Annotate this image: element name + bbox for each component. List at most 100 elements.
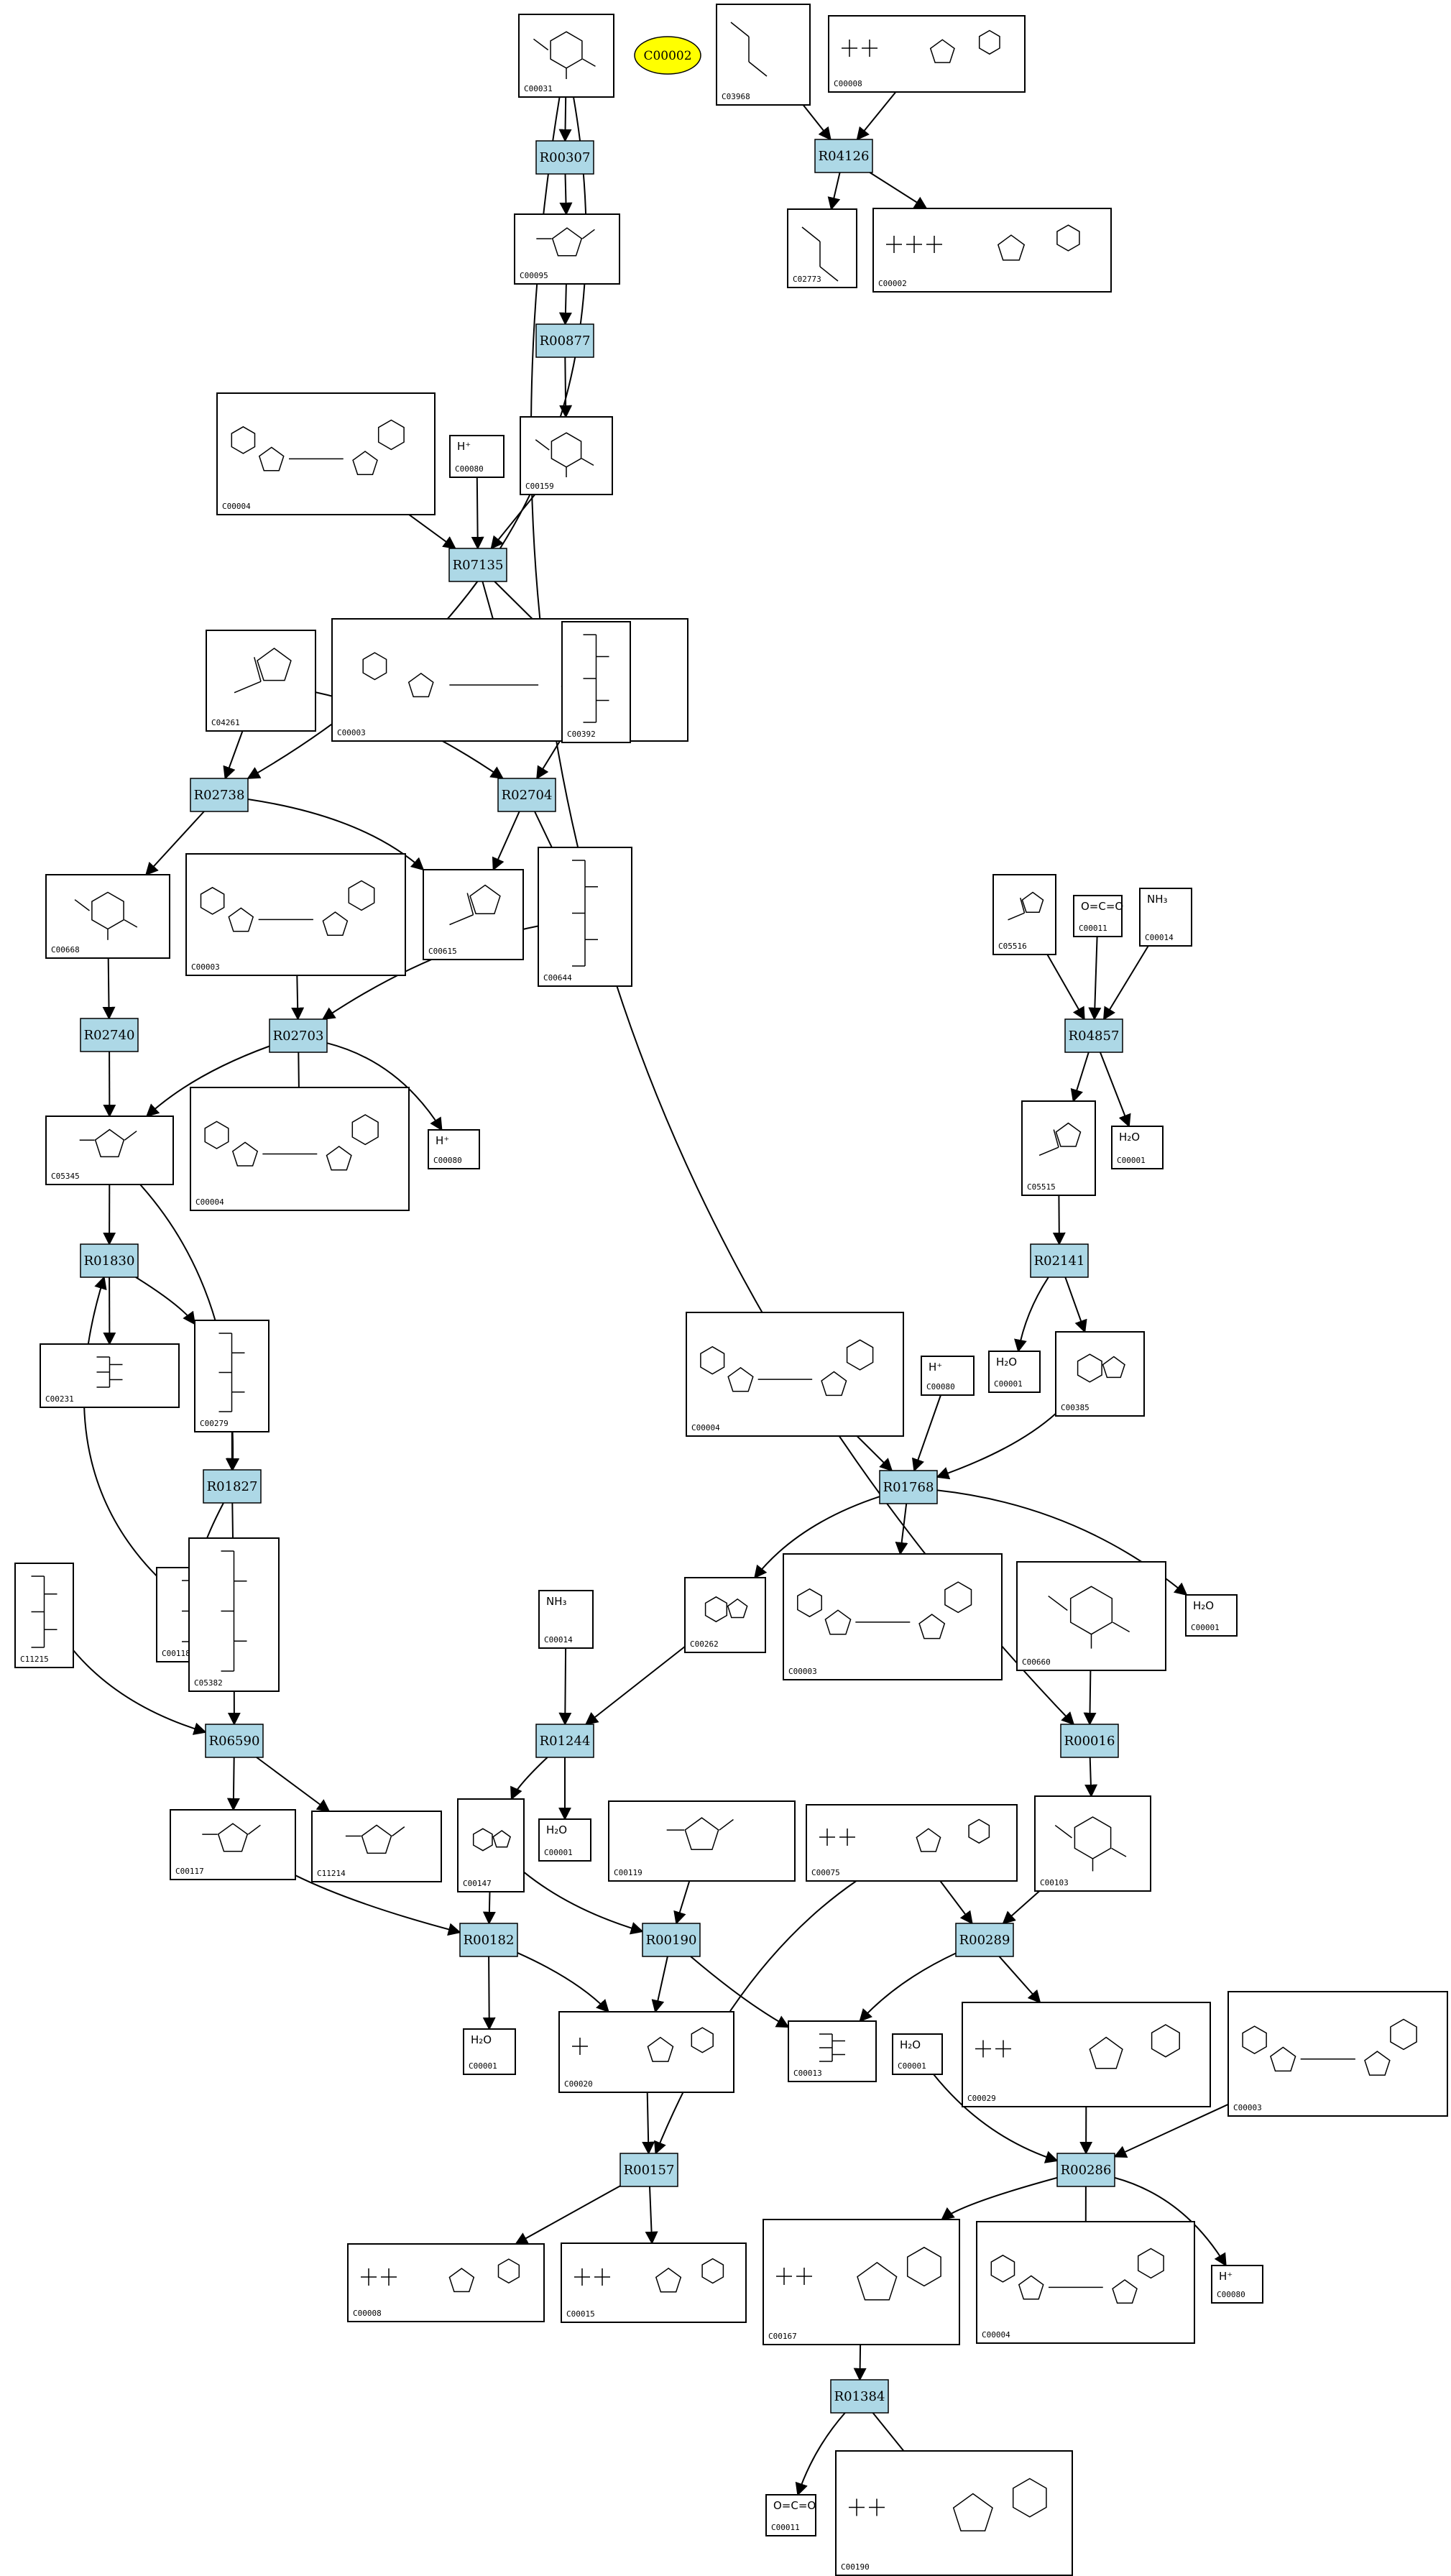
compound-c00392[interactable]: C00392 <box>561 621 631 743</box>
compound-c00004-d[interactable]: C00004 <box>976 2221 1195 2344</box>
compound-box[interactable] <box>992 874 1056 955</box>
compound-c00103[interactable]: C00103 <box>1034 1795 1151 1892</box>
compound-box[interactable] <box>185 853 406 976</box>
compound-box[interactable] <box>1034 1795 1151 1892</box>
compound-c00080-b[interactable]: H⁺C00080 <box>428 1129 480 1169</box>
compound-box[interactable] <box>449 435 505 478</box>
compound-box[interactable] <box>765 2494 816 2536</box>
compound-c00190[interactable]: C00190 <box>835 2450 1073 2576</box>
reaction-r00190[interactable]: R00190 <box>642 1923 701 1957</box>
compound-c00004-b[interactable]: C00004 <box>190 1087 410 1211</box>
compound-box[interactable] <box>45 874 170 959</box>
compound-box[interactable] <box>347 2243 545 2322</box>
compound-c00004-c[interactable]: C00004 <box>686 1312 904 1437</box>
compound-c00031[interactable]: C00031 <box>518 14 614 98</box>
compound-box[interactable] <box>520 416 613 495</box>
compound-box[interactable] <box>921 1356 975 1396</box>
reaction-box[interactable] <box>205 1724 264 1758</box>
reaction-box[interactable] <box>80 1018 139 1052</box>
compound-box[interactable] <box>988 1351 1041 1393</box>
reaction-r04857[interactable]: R04857 <box>1064 1018 1123 1053</box>
compound-c05515[interactable]: C05515 <box>1021 1100 1096 1196</box>
compound-box[interactable] <box>170 1809 296 1880</box>
reaction-r00289[interactable]: R00289 <box>955 1923 1014 1957</box>
reaction-box[interactable] <box>955 1923 1014 1957</box>
compound-box[interactable] <box>684 1577 766 1653</box>
compound-box[interactable] <box>1227 1991 1448 2117</box>
reaction-box[interactable] <box>459 1923 518 1957</box>
compound-box[interactable] <box>1185 1594 1238 1637</box>
reaction-r01827[interactable]: R01827 <box>203 1469 262 1504</box>
compound-c00644[interactable]: C00644 <box>538 847 632 987</box>
compound-box[interactable] <box>608 1800 796 1882</box>
reaction-r04126[interactable]: R04126 <box>814 139 873 173</box>
compound-c00080-a[interactable]: H⁺C00080 <box>449 435 505 478</box>
compound-c00003-b[interactable]: C00003 <box>185 853 406 976</box>
compound-c00003-d[interactable]: C00003 <box>1227 1991 1448 2117</box>
reaction-r00157[interactable]: R00157 <box>619 2153 678 2187</box>
compound-c05345[interactable]: C05345 <box>45 1116 174 1185</box>
compound-box[interactable] <box>561 2242 747 2323</box>
reaction-r02738[interactable]: R02738 <box>190 778 249 812</box>
compound-c00660[interactable]: C00660 <box>1016 1561 1166 1671</box>
compound-box[interactable] <box>518 14 614 98</box>
reaction-r02703[interactable]: R02703 <box>269 1018 328 1053</box>
reaction-box[interactable] <box>1030 1243 1089 1278</box>
compound-box[interactable] <box>45 1116 174 1185</box>
compound-c00080-d[interactable]: H⁺C00080 <box>1211 2265 1263 2304</box>
reaction-box[interactable] <box>497 778 556 812</box>
compound-c00615[interactable]: C00615 <box>423 869 524 960</box>
compound-c00029[interactable]: C00029 <box>962 2002 1211 2107</box>
compound-c00385[interactable]: C00385 <box>1055 1331 1145 1417</box>
compound-c11214[interactable]: C11214 <box>311 1811 442 1882</box>
reaction-box[interactable] <box>535 1724 594 1758</box>
compound-c00080-c[interactable]: H⁺C00080 <box>921 1356 975 1396</box>
compound-c00279[interactable]: C00279 <box>194 1320 270 1432</box>
highlight-ellipse[interactable] <box>634 36 701 75</box>
reaction-r00307[interactable]: R00307 <box>535 140 594 175</box>
compound-box[interactable] <box>1211 2265 1263 2304</box>
compound-c00167[interactable]: C00167 <box>763 2219 960 2345</box>
compound-box[interactable] <box>1139 888 1192 947</box>
compound-c00147[interactable]: C00147 <box>457 1798 525 1892</box>
compound-c00231[interactable]: C00231 <box>40 1343 180 1408</box>
reaction-r01768[interactable]: R01768 <box>879 1470 938 1504</box>
compound-box[interactable] <box>1021 1100 1096 1196</box>
compound-c02773[interactable]: C02773 <box>787 208 857 288</box>
compound-box[interactable] <box>1055 1331 1145 1417</box>
compound-c00002-a[interactable]: C00002 <box>872 208 1112 293</box>
compound-c00117[interactable]: C00117 <box>170 1809 296 1880</box>
compound-box[interactable] <box>872 208 1112 293</box>
compound-c11215[interactable]: C11215 <box>14 1563 74 1668</box>
compound-c00075[interactable]: C00075 <box>806 1804 1018 1882</box>
reaction-box[interactable] <box>1064 1018 1123 1053</box>
reaction-r00182[interactable]: R00182 <box>459 1923 518 1957</box>
compound-c04261[interactable]: C04261 <box>206 630 316 732</box>
reaction-box[interactable] <box>879 1470 938 1504</box>
compound-box[interactable] <box>514 213 620 285</box>
compound-box[interactable] <box>835 2450 1073 2576</box>
compound-box[interactable] <box>558 2011 734 2093</box>
reaction-box[interactable] <box>814 139 873 173</box>
reaction-r06590[interactable]: R06590 <box>205 1724 264 1758</box>
compound-c03968[interactable]: C03968 <box>716 4 811 106</box>
compound-box[interactable] <box>976 2221 1195 2344</box>
reaction-r01244[interactable]: R01244 <box>535 1724 594 1758</box>
compound-box[interactable] <box>538 1818 591 1862</box>
compound-c00008[interactable]: C00008 <box>828 15 1026 93</box>
reaction-r01830[interactable]: R01830 <box>80 1243 139 1278</box>
reaction-r02740[interactable]: R02740 <box>80 1018 139 1052</box>
reaction-box[interactable] <box>269 1018 328 1053</box>
compound-box[interactable] <box>331 618 688 742</box>
compound-box[interactable] <box>828 15 1026 93</box>
compound-box[interactable] <box>806 1804 1018 1882</box>
compound-box[interactable] <box>428 1129 480 1169</box>
